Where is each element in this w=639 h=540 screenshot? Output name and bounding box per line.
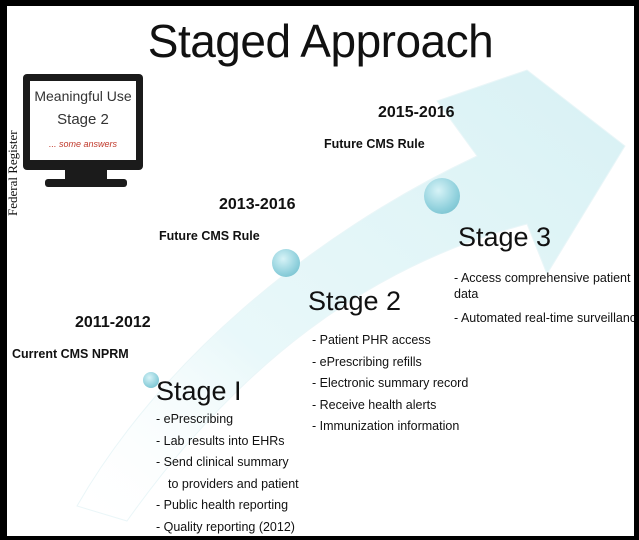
list-item: - Quality reporting (2012) [156,519,295,534]
list-item: - Receive health alerts [312,397,437,412]
federal-register-text: Federal Register [7,130,20,216]
stage-3-list: - Access comprehensive patient data - Au… [454,270,634,334]
stage-3-rule: Future CMS Rule [324,137,425,151]
stage-2-years: 2013-2016 [219,196,296,213]
monitor-line-2: Stage 2 [57,111,109,128]
monitor-base [45,179,127,187]
progress-arrow [76,69,626,522]
list-item: - Public health reporting [156,498,289,512]
stage-2-marker [272,249,300,277]
stage-2-rule: Future CMS Rule [159,229,260,243]
list-item: - ePrescribing [156,412,234,426]
list-item: - ePrescribing refills [312,354,422,369]
federal-register-side-label: Federal Register [7,76,21,216]
stage-3-years: 2015-2016 [378,104,455,121]
stage-1-marker [143,372,159,388]
page-title: Staged Approach [147,15,494,67]
stage-2-list: - Patient PHR access - ePrescribing refi… [312,330,468,438]
list-item: - Patient PHR access [312,333,431,347]
list-item: - Electronic summary record [312,376,469,390]
list-item: - Send clinical summary [156,455,289,469]
list-item: - Lab results into EHRs [156,433,285,448]
slide-panel: Staged Approach Federal Register Meaning… [7,6,634,536]
stage-1-rule: Current CMS NPRM [12,347,129,361]
monitor-image: Meaningful Use Stage 2 ... some answers [23,74,143,170]
list-item: - Immunization information [312,419,460,433]
monitor-stand [65,169,107,181]
list-item: to providers and patient [168,476,299,491]
list-item: - Access comprehensive patient data [454,271,631,301]
list-item: - Automated real-time surveillance [454,311,634,325]
stage-3-title: Stage 3 [458,222,552,252]
stage-3-marker [424,178,460,214]
stage-1-years: 2011-2012 [75,314,151,331]
stage-1-title: Stage I [156,376,242,406]
monitor-line-1: Meaningful Use [34,88,132,104]
stage-1-list: - ePrescribing - Lab results into EHRs -… [156,409,299,536]
monitor-line-3: ... some answers [48,139,118,149]
monitor-screen: Meaningful Use Stage 2 ... some answers [30,81,136,160]
stage-2-title: Stage 2 [308,286,402,316]
